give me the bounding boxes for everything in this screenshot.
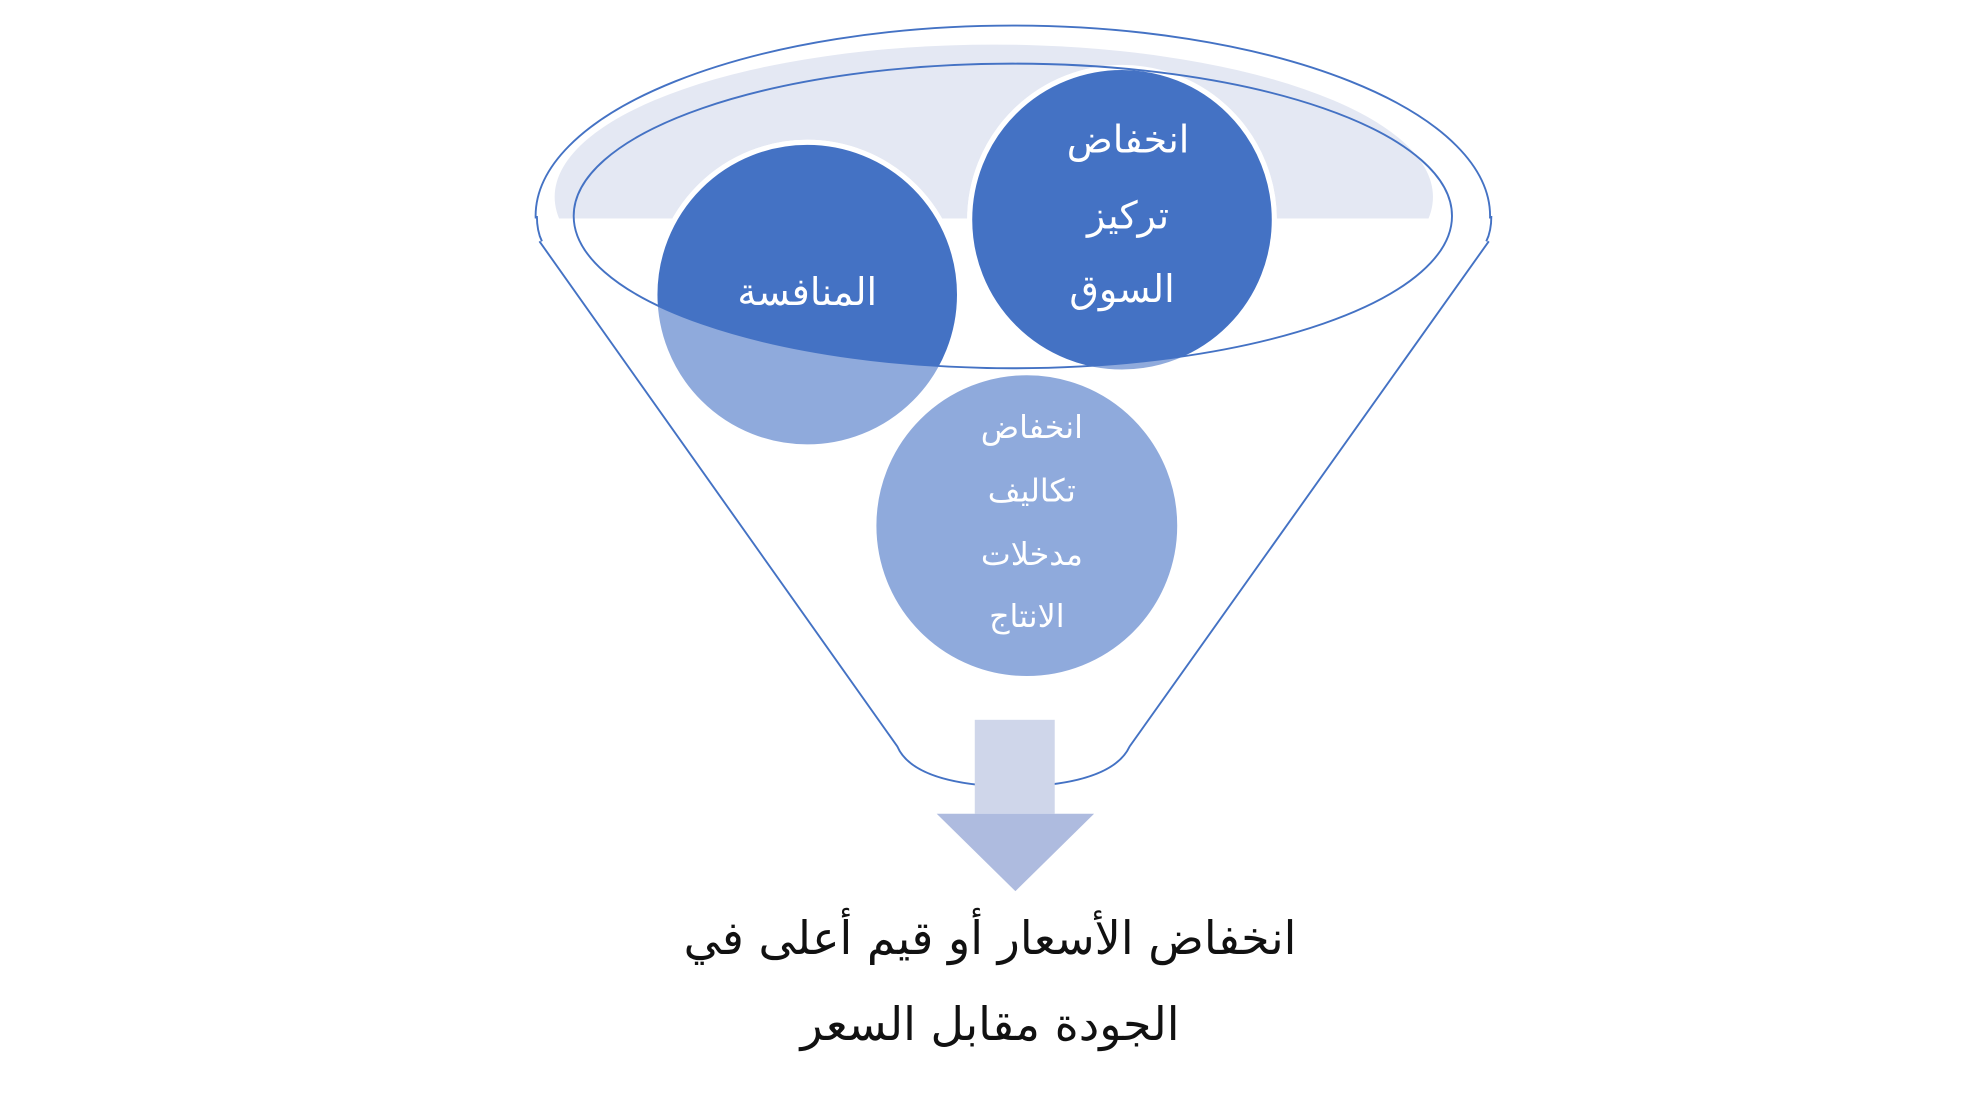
result-line: انخفاض الأسعار أو قيم أعلى في — [683, 911, 1297, 965]
market-label-line: السوق — [1069, 267, 1174, 312]
costs-label-line: تكاليف — [988, 474, 1076, 510]
svg-text:انخفاض تركيز السوق: انخفاض تركيز السوق — [1055, 117, 1190, 312]
circle-competition: المنافسة — [652, 139, 963, 450]
market-label-line: انخفاض — [1067, 117, 1190, 162]
svg-text:انخفاض تكاليف مدخل: انخفاض تكاليف مدخلات الانتاج — [971, 410, 1083, 635]
costs-label-line: الانتاج — [989, 599, 1064, 635]
circle-input-costs: انخفاض تكاليف مدخلات الانتاج — [872, 371, 1182, 680]
competition-label: المنافسة — [737, 270, 877, 314]
costs-label-line: مدخلات — [981, 537, 1083, 573]
result-line: الجودة مقابل السعر — [800, 997, 1180, 1051]
result-text: انخفاض الأسعار أو قيم أعلى في الجودة مقا… — [0, 895, 1980, 1067]
funnel-rim-inner — [572, 62, 1453, 370]
costs-label-line: انخفاض — [981, 410, 1083, 446]
circle-market-concentration: انخفاض تركيز السوق — [967, 64, 1277, 375]
svg-text:المنافسة: المنافسة — [737, 270, 877, 314]
market-label-line: تركيز — [1085, 194, 1169, 239]
down-arrow-icon — [936, 719, 1095, 892]
